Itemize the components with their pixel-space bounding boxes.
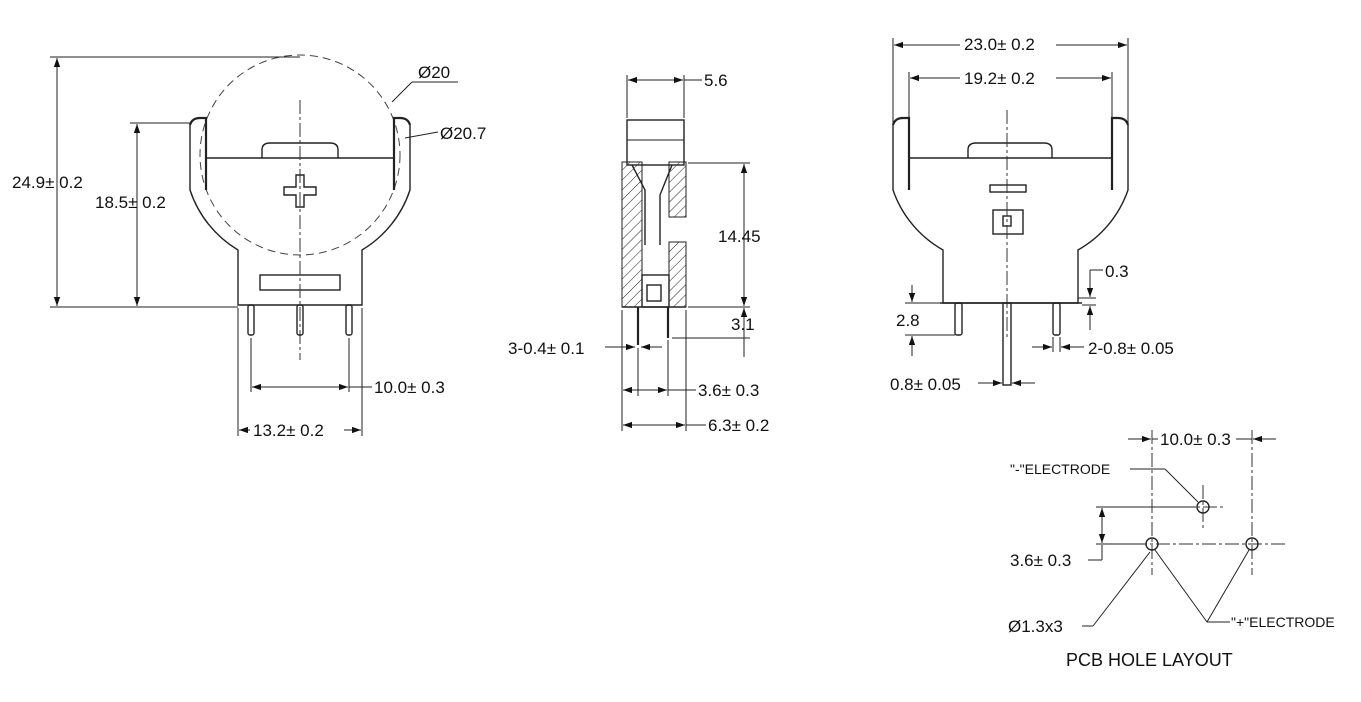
plus-mark (283, 174, 317, 208)
label-body-height: 18.5± 0.2 (95, 193, 166, 212)
label-negative-electrode: "-"ELECTRODE (1010, 461, 1110, 477)
hole-negative (1196, 500, 1210, 514)
label-standoff: 0.3 (1105, 262, 1129, 281)
label-pin-width-side: 2-0.8± 0.05 (1088, 339, 1174, 358)
pcb-hole-layout: 10.0± 0.3 "-"ELECTRODE 3.6± 0.3 Ø1.3x3 "… (1008, 430, 1335, 670)
label-pcb-offset: 3.6± 0.3 (1010, 551, 1071, 570)
label-pin-height: 2.8 (896, 311, 920, 330)
label-positive-electrode: "+"ELECTRODE (1231, 614, 1335, 630)
rear-pin-right (1052, 302, 1061, 336)
label-outer-width: 23.0± 0.2 (964, 35, 1035, 54)
side-spring (631, 164, 646, 245)
label-pin-length: 3.1 (731, 315, 755, 334)
rear-pin-center (1002, 302, 1012, 386)
label-coin-diameter: Ø20 (418, 63, 450, 82)
label-pin-thickness: 3-0.4± 0.1 (508, 339, 584, 358)
rear-view: 23.0± 0.2 19.2± 0.2 0.3 2.8 2-0.8± 0.05 … (890, 34, 1174, 394)
rear-window (992, 209, 1024, 235)
front-view: 24.9± 0.2 18.5± 0.2 Ø20 Ø20.7 10.0± 0.3 … (12, 54, 486, 440)
label-inner-width: 19.2± 0.2 (964, 69, 1035, 88)
side-left-wall (621, 161, 643, 308)
hole-positive-left (1145, 537, 1159, 551)
rear-pin-left (954, 302, 963, 336)
left-clip (188, 116, 208, 190)
rear-slot (989, 184, 1027, 193)
right-clip (392, 116, 412, 190)
label-pin-offset: 3.6± 0.3 (698, 381, 759, 400)
side-top-block (626, 119, 685, 166)
front-pin-left (247, 304, 255, 336)
side-view: 5.6 14.45 3.1 3-0.4± 0.1 3.6± 0.3 6.3± 0… (508, 71, 769, 435)
label-depth: 6.3± 0.2 (708, 416, 769, 435)
label-pcb-title: PCB HOLE LAYOUT (1066, 650, 1233, 670)
rear-right-clip (1110, 116, 1130, 190)
label-pcb-pitch: 10.0± 0.3 (1160, 430, 1231, 449)
side-inner-block (641, 274, 670, 308)
label-clip-diameter: Ø20.7 (440, 124, 486, 143)
label-pin-pitch: 10.0± 0.3 (374, 378, 445, 397)
side-right-wall-upper (668, 161, 687, 218)
front-pin-right (345, 304, 353, 336)
side-right-wall-lower (668, 241, 687, 308)
label-top-width: 5.6 (704, 71, 728, 90)
hole-positive-right (1245, 537, 1259, 551)
rear-left-clip (891, 116, 911, 190)
label-pin-width-center: 0.8± 0.05 (890, 375, 961, 394)
label-hole-diameter: Ø1.3x3 (1008, 617, 1063, 636)
label-total-height: 24.9± 0.2 (12, 173, 83, 192)
front-pin-center (296, 304, 304, 336)
label-height: 14.45 (718, 227, 761, 246)
label-base-width: 13.2± 0.2 (253, 421, 324, 440)
rear-holder-body (892, 125, 1129, 304)
